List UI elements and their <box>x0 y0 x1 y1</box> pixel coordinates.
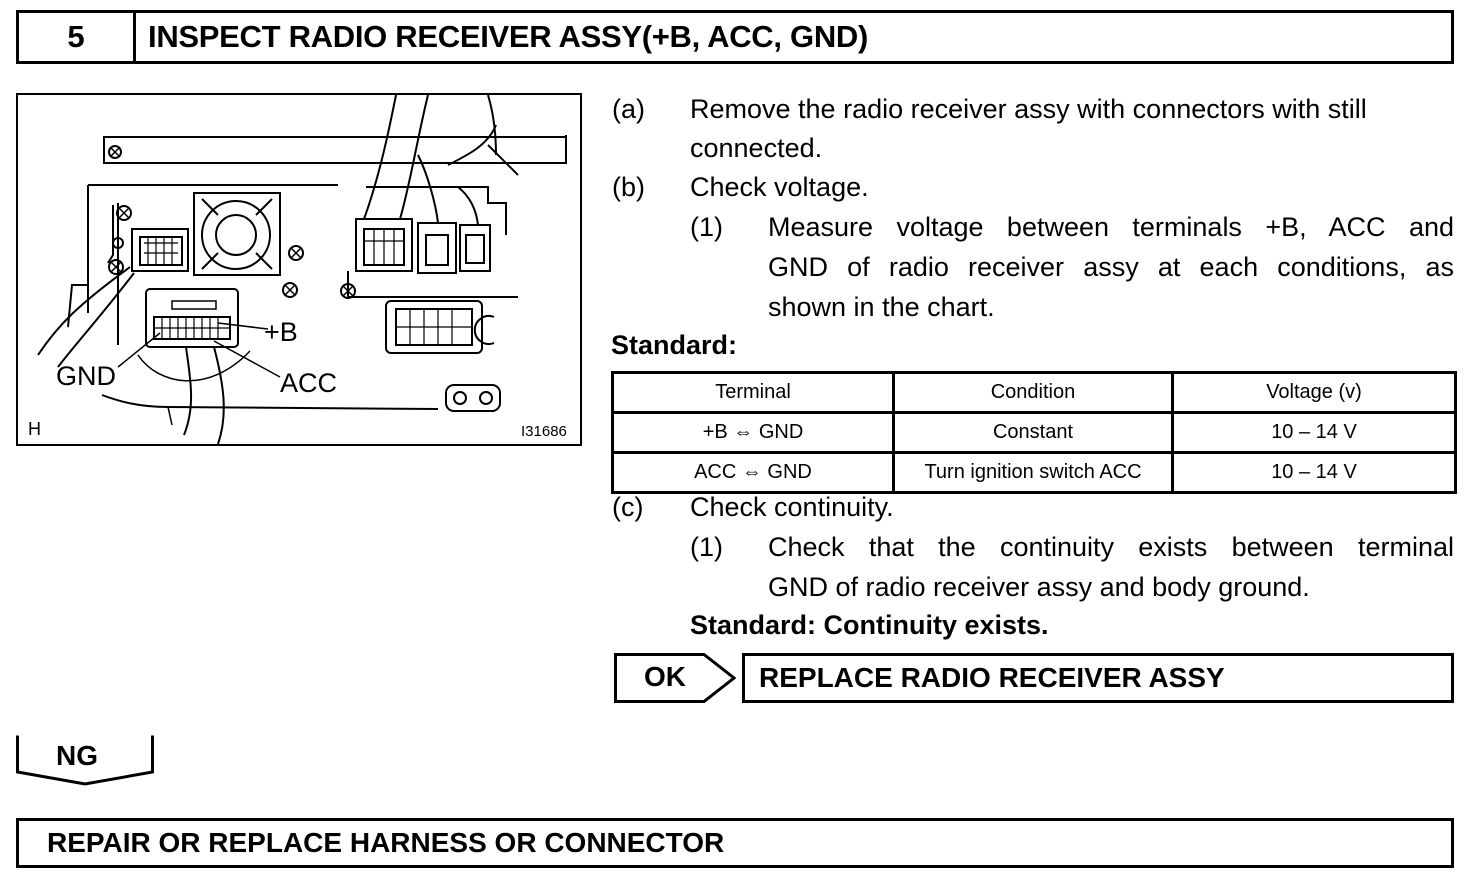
step-a-label: (a) <box>612 94 645 124</box>
step-b-label: (b) <box>612 172 645 202</box>
figure-id: I31686 <box>521 423 567 440</box>
table-cell-condition: Turn ignition switch ACC <box>892 451 1174 494</box>
table-header-row: Terminal Condition Voltage (v) <box>611 371 1457 414</box>
step-c1-label: (1) <box>690 532 723 562</box>
standard-label: Standard: <box>611 330 738 360</box>
step-c1-line1: Check that the continuity exists between… <box>768 532 1454 562</box>
ok-branch-arrow: OK <box>614 653 737 703</box>
radio-receiver-figure: GND +B ACC H I31686 <box>16 93 582 446</box>
table-header-voltage: Voltage (v) <box>1171 371 1457 414</box>
ok-result-box: REPLACE RADIO RECEIVER ASSY <box>742 653 1454 703</box>
figure-label-acc: ACC <box>280 368 338 398</box>
ok-arrow-shape <box>614 653 737 703</box>
step-b1-label: (1) <box>690 212 723 242</box>
table-cell-condition: Constant <box>892 411 1174 454</box>
table-cell-terminal: +B ⇔ GND <box>611 411 895 454</box>
table-row: +B ⇔ GND Constant 10 – 14 V <box>611 411 1457 454</box>
step-header: 5 INSPECT RADIO RECEIVER ASSY(+B, ACC, G… <box>16 10 1454 64</box>
ng-label: NG <box>56 740 98 771</box>
table-cell-voltage: 10 – 14 V <box>1171 411 1457 454</box>
table-header-terminal: Terminal <box>611 371 895 414</box>
step-b1-line1: Measure voltage between terminals +B, AC… <box>768 212 1454 242</box>
step-a-line1: Remove the radio receiver assy with conn… <box>690 94 1367 124</box>
step-c-label: (c) <box>612 492 644 522</box>
figure-label-b: +B <box>264 317 298 347</box>
figure-label-gnd: GND <box>56 361 116 391</box>
step-number: 5 <box>19 13 136 61</box>
step-b1-line2: GND of radio receiver assy at each condi… <box>768 252 1454 282</box>
figure-corner-letter: H <box>28 419 41 439</box>
table-row: ACC ⇔ GND Turn ignition switch ACC 10 – … <box>611 451 1457 494</box>
voltage-spec-table: Terminal Condition Voltage (v) +B ⇔ GND … <box>611 371 1457 494</box>
step-title: INSPECT RADIO RECEIVER ASSY(+B, ACC, GND… <box>148 19 869 54</box>
ok-label: OK <box>644 661 686 692</box>
table-header-condition: Condition <box>892 371 1174 414</box>
ng-result-box: REPAIR OR REPLACE HARNESS OR CONNECTOR <box>16 818 1454 868</box>
step-c1-line2: GND of radio receiver assy and body grou… <box>768 572 1310 602</box>
table-cell-terminal: ACC ⇔ GND <box>611 451 895 494</box>
standard-continuity: Standard: Continuity exists. <box>690 610 1049 640</box>
step-c-text: Check continuity. <box>690 492 894 522</box>
ng-arrow-shape <box>16 735 154 786</box>
table-cell-voltage: 10 – 14 V <box>1171 451 1457 494</box>
radio-receiver-illustration <box>37 95 567 444</box>
step-b1-line3: shown in the chart. <box>768 292 995 322</box>
step-a-line2: connected. <box>690 133 823 163</box>
step-b-text: Check voltage. <box>690 172 869 202</box>
ng-branch-arrow: NG <box>16 734 154 786</box>
